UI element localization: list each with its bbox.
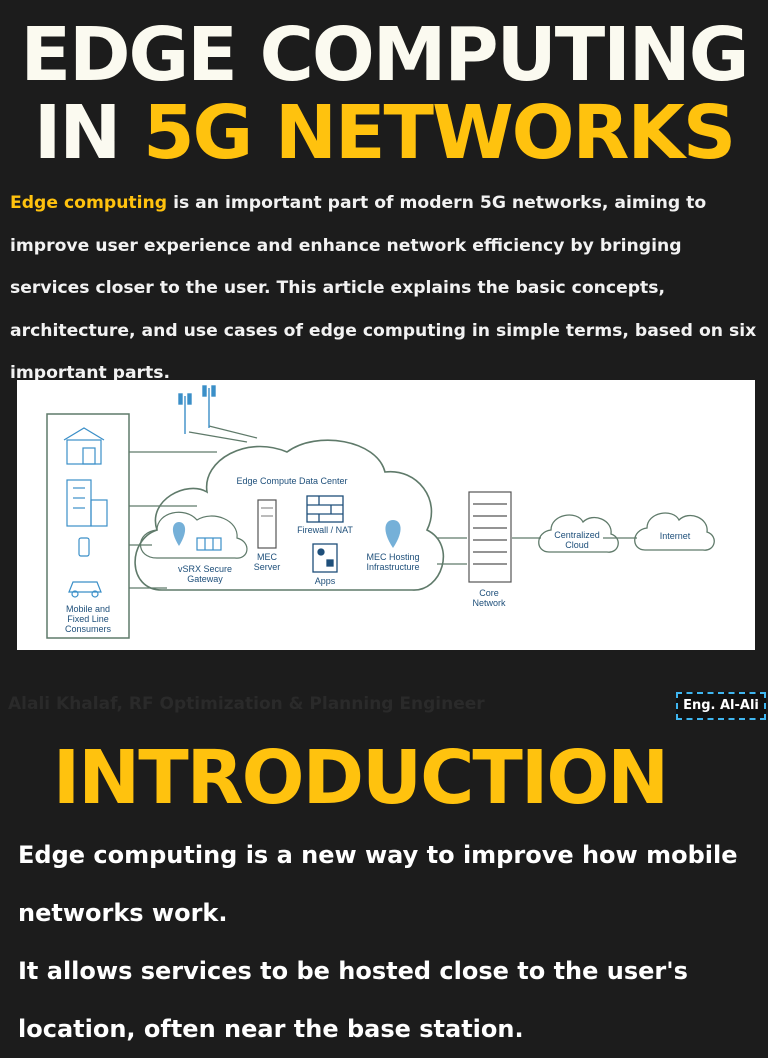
centralized-cloud-label-2: Cloud bbox=[565, 540, 589, 550]
author-badge: Eng. Al-Ali bbox=[676, 692, 766, 720]
house-icon bbox=[63, 427, 105, 465]
title-word-in: in bbox=[33, 90, 121, 176]
phone-icon bbox=[78, 537, 90, 557]
mec-hosting-label-1: MEC Hosting bbox=[366, 552, 419, 562]
title-line-2: in 5G Networks bbox=[0, 88, 768, 178]
pin-icon bbox=[172, 522, 186, 546]
server-icon bbox=[257, 499, 277, 549]
internet-label: Internet bbox=[660, 531, 691, 541]
centralized-cloud-label-1: Centralized bbox=[554, 530, 600, 540]
gateway-icon bbox=[196, 537, 222, 551]
apps-label: Apps bbox=[315, 576, 336, 586]
rack-icon bbox=[468, 491, 512, 583]
car-icon bbox=[68, 581, 102, 598]
title-highlight: 5G Networks bbox=[143, 90, 736, 176]
data-center-label: Edge Compute Data Center bbox=[236, 476, 347, 486]
gateway-cloud bbox=[140, 511, 248, 559]
intro-text: is an important part of modern 5G networ… bbox=[10, 193, 757, 383]
section-title: Introduction bbox=[52, 735, 670, 821]
intro-highlight: Edge computing bbox=[10, 193, 168, 213]
author-credit: Alali Khalaf, RF Optimization & Planning… bbox=[8, 694, 485, 714]
vsrx-label-1: vSRX Secure bbox=[178, 564, 232, 574]
section-paragraph-1: Edge computing is a new way to improve h… bbox=[18, 841, 738, 927]
centralized-cloud-icon bbox=[538, 514, 619, 553]
core-network-label-2: Network bbox=[472, 598, 506, 608]
vsrx-label-2: Gateway bbox=[187, 574, 223, 584]
consumers-box bbox=[46, 413, 130, 639]
mec-hosting-label-2: Infrastructure bbox=[366, 562, 419, 572]
antenna-icon bbox=[178, 385, 216, 434]
section-body: Edge computing is a new way to improve h… bbox=[18, 826, 758, 1058]
intro-paragraph: Edge computing is an important part of m… bbox=[10, 182, 762, 395]
hosting-pin-icon bbox=[385, 520, 401, 548]
section-paragraph-2: It allows services to be hosted close to… bbox=[18, 957, 688, 1043]
core-network-label-1: Core bbox=[479, 588, 499, 598]
consumers-label-3: Consumers bbox=[65, 624, 112, 634]
apps-icon bbox=[312, 543, 338, 573]
internet-cloud-icon bbox=[634, 512, 715, 551]
firewall-label: Firewall / NAT bbox=[297, 525, 353, 535]
consumers-label-1: Mobile and bbox=[66, 604, 110, 614]
architecture-diagram: Mobile and Fixed Line Consumers Edge Com… bbox=[17, 380, 755, 650]
title-line-1: Edge Computing bbox=[20, 12, 750, 98]
firewall-icon bbox=[306, 495, 344, 523]
building-icon bbox=[66, 479, 108, 527]
consumers-label-2: Fixed Line bbox=[67, 614, 109, 624]
mec-server-label-1: MEC bbox=[257, 552, 278, 562]
mec-server-label-2: Server bbox=[254, 562, 281, 572]
